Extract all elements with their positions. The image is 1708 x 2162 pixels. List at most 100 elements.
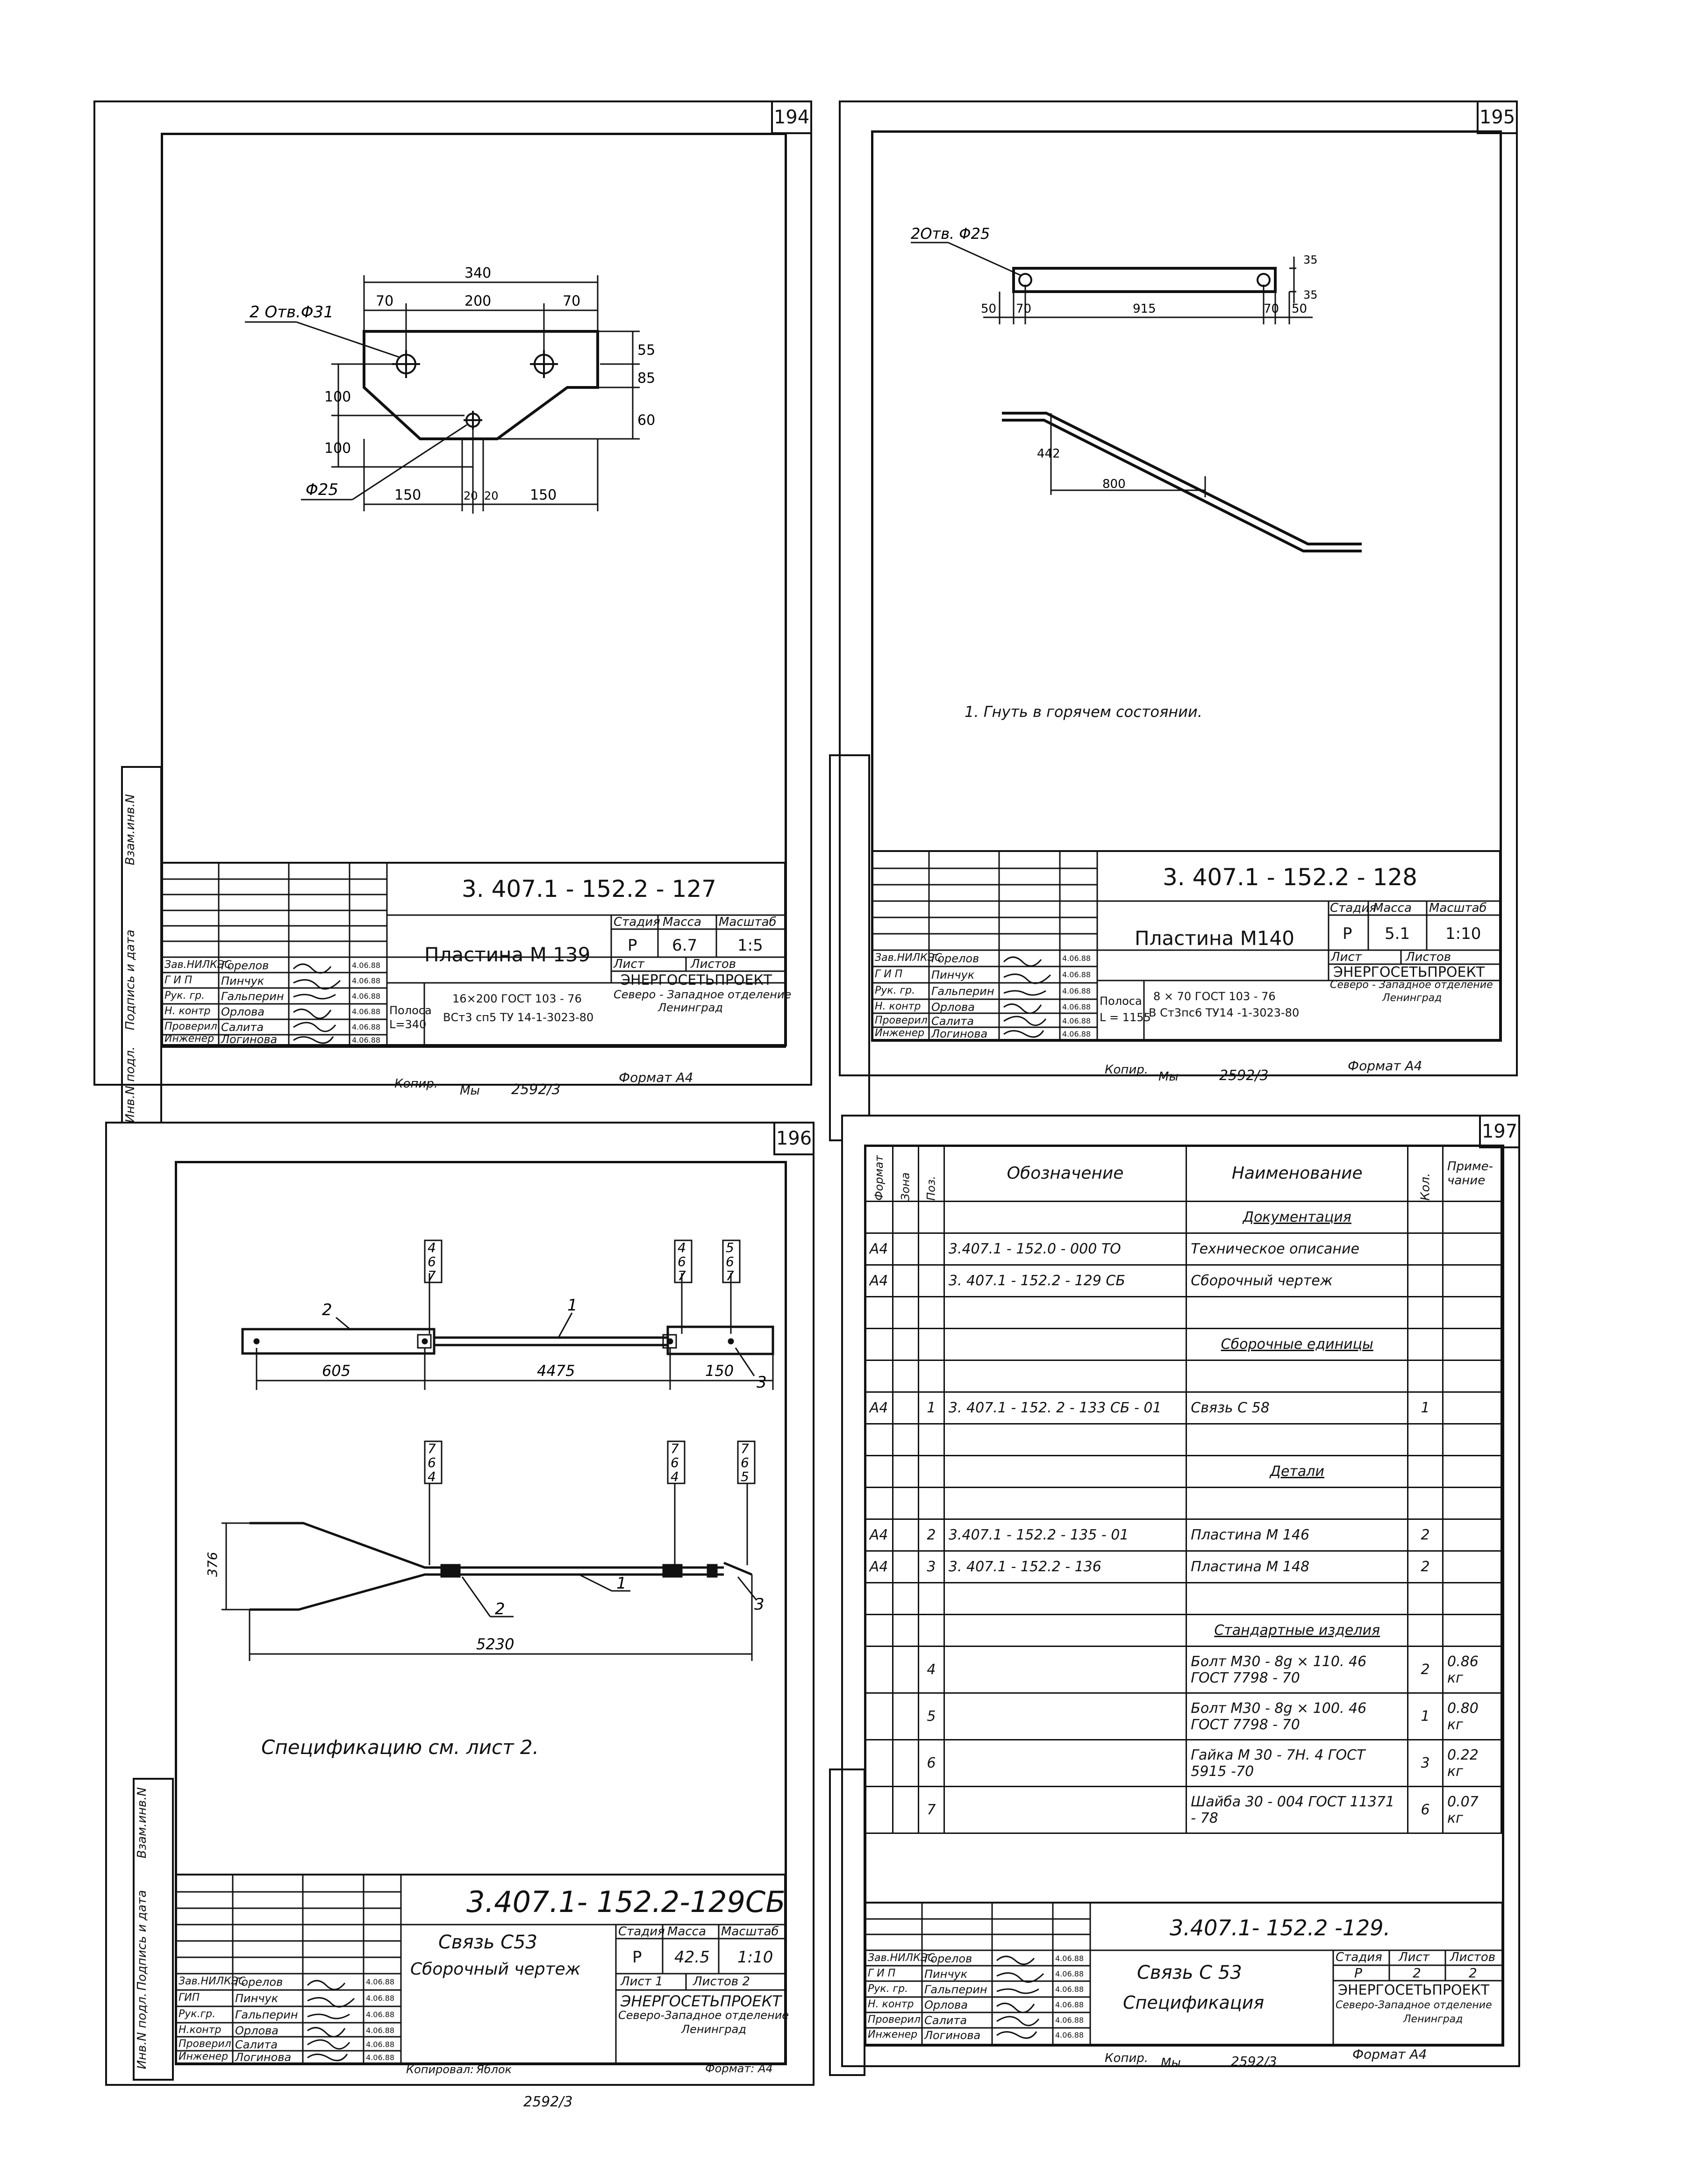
cell-note bbox=[1442, 1582, 1502, 1615]
cell-name: Документация bbox=[1186, 1201, 1409, 1234]
copy-label: Копир. bbox=[1105, 2051, 1149, 2065]
callout-4d: 4 bbox=[428, 1469, 436, 1484]
date-3: 4.06.88 bbox=[1062, 1002, 1091, 1011]
cell-pos: 7 bbox=[917, 1786, 945, 1834]
title-block-grid bbox=[177, 1876, 784, 2062]
drawing-title: Пластина М140 bbox=[1135, 927, 1294, 950]
drawing-frame bbox=[161, 133, 787, 1046]
role-4: Проверил bbox=[875, 1015, 928, 1026]
callout-2a: 2 bbox=[322, 1301, 332, 1319]
copy-number: 2592/3 bbox=[1219, 1067, 1269, 1084]
cell-fmt: А4 bbox=[864, 1550, 893, 1583]
format-label: Формат: А4 bbox=[705, 2062, 773, 2075]
callout-7c: 7 bbox=[726, 1268, 734, 1283]
sheet-196: 196 Инв.N подл. Подпись и дата Взам.инв.… bbox=[105, 1122, 815, 2086]
role-3: Н. контр bbox=[164, 1005, 211, 1017]
cell-qty: 3 bbox=[1407, 1739, 1444, 1787]
name-1: Пинчук bbox=[931, 968, 975, 981]
format-label: Формат А4 bbox=[619, 1070, 693, 1085]
material-3: 8 × 70 ГОСТ 103 - 76 bbox=[1153, 990, 1276, 1003]
mass-header: Масса bbox=[663, 915, 701, 929]
org-branch: Северо-Западное отделение bbox=[1336, 1999, 1492, 2011]
name-4: Салита bbox=[221, 1021, 264, 1034]
name-5: Логинова bbox=[221, 1033, 278, 1046]
note-bend: 1. Гнуть в горячем состоянии. bbox=[965, 703, 1202, 721]
name-0: Горелов bbox=[924, 1952, 972, 1965]
dim-70a: 70 bbox=[376, 293, 393, 309]
cell-name: Сборочные единицы bbox=[1186, 1328, 1409, 1361]
callout-6e: 6 bbox=[671, 1455, 679, 1470]
org-city: Ленинград bbox=[1403, 2013, 1463, 2025]
role-5: Инженер bbox=[179, 2051, 229, 2062]
cell-fmt bbox=[864, 1455, 893, 1488]
cell-qty bbox=[1407, 1201, 1444, 1234]
cell-note: 0.07 кг bbox=[1442, 1786, 1502, 1834]
side-label-inv: Инв.N подл. bbox=[135, 1993, 149, 2069]
specification-table: Формат Зона Поз. Обозначение Наименовани… bbox=[864, 1145, 1502, 1834]
cell-note bbox=[1442, 1296, 1502, 1329]
cell-pos: 5 bbox=[917, 1692, 945, 1740]
scale-header: Масштаб bbox=[719, 915, 777, 929]
sheet-header: Лист bbox=[1399, 1950, 1429, 1964]
sheet-number: 196 bbox=[773, 1122, 815, 1155]
org-city: Ленинград bbox=[658, 1001, 723, 1014]
scale-value: 1:5 bbox=[737, 936, 763, 955]
cell-pos: 2 bbox=[917, 1518, 945, 1552]
cell-fmt bbox=[864, 1360, 893, 1393]
cell-note bbox=[1442, 1614, 1502, 1647]
role-2: Рук. гр. bbox=[164, 990, 205, 1002]
role-0: Зав.НИЛКЭС bbox=[868, 1952, 935, 1964]
dim-50a: 50 bbox=[981, 302, 996, 316]
material-1: Полоса bbox=[389, 1004, 432, 1017]
cell-code bbox=[943, 1614, 1187, 1647]
cell-note bbox=[1442, 1264, 1502, 1297]
callout-3b: 3 bbox=[754, 1595, 765, 1614]
scale-header: Масштаб bbox=[1429, 901, 1487, 915]
stage-value: Р bbox=[1354, 1965, 1362, 1981]
holes-label: 2 Отв.Φ31 bbox=[250, 303, 334, 322]
dim-150: 150 bbox=[705, 1362, 734, 1380]
stage-header: Стадия bbox=[618, 1925, 665, 1939]
date-4: 4.06.88 bbox=[366, 2040, 395, 2049]
table-row: Стандартные изделия bbox=[864, 1614, 1502, 1647]
org-branch: Северо - Западное отделение bbox=[614, 988, 792, 1001]
cell-zone bbox=[892, 1264, 919, 1297]
cell-fmt bbox=[864, 1296, 893, 1329]
side-label-inv: Инв.N подл. bbox=[123, 1046, 137, 1123]
cell-pos bbox=[917, 1296, 945, 1329]
copy-signature: Мы bbox=[1158, 1070, 1179, 1084]
cell-zone bbox=[892, 1328, 919, 1361]
cell-code bbox=[943, 1201, 1187, 1234]
dim-35a: 35 bbox=[1303, 253, 1318, 266]
cell-qty bbox=[1407, 1360, 1444, 1393]
role-3: Н.контр bbox=[179, 2024, 222, 2036]
role-0: Зав.НИЛКЭС bbox=[875, 952, 942, 964]
cell-note bbox=[1442, 1423, 1502, 1456]
cell-note: 0.80 кг bbox=[1442, 1692, 1502, 1740]
role-2: Рук.гр. bbox=[179, 2008, 216, 2020]
dim-150b: 150 bbox=[530, 487, 557, 503]
name-5: Логинова bbox=[924, 2029, 981, 2042]
scale-value: 1:10 bbox=[737, 1948, 773, 1967]
callout-7a: 7 bbox=[428, 1268, 436, 1283]
cell-name: Пластина М 146 bbox=[1186, 1518, 1409, 1552]
mass-value: 5.1 bbox=[1385, 924, 1410, 943]
cell-code bbox=[943, 1328, 1187, 1361]
cell-zone bbox=[892, 1646, 919, 1694]
sheet-header: Лист bbox=[614, 957, 644, 971]
cell-pos: 4 bbox=[917, 1646, 945, 1694]
title-block-grid bbox=[163, 864, 784, 1046]
cell-pos bbox=[917, 1614, 945, 1647]
cell-zone bbox=[892, 1518, 919, 1552]
name-5: Логинова bbox=[235, 2051, 292, 2064]
cell-note bbox=[1442, 1328, 1502, 1361]
dim-85: 85 bbox=[637, 370, 655, 387]
hole-small-label: Φ25 bbox=[306, 480, 338, 499]
header-zone: Зона bbox=[893, 1145, 919, 1202]
role-4: Проверил bbox=[179, 2038, 231, 2050]
callout-3a: 3 bbox=[757, 1373, 767, 1392]
cell-code bbox=[943, 1646, 1187, 1694]
